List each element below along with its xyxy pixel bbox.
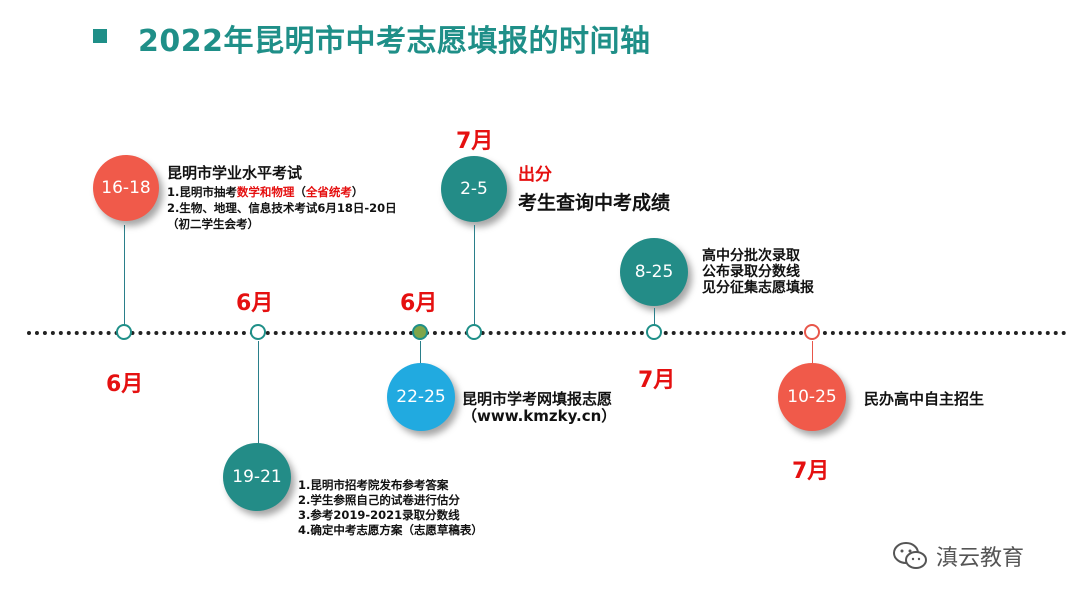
event-heading: 昆明市学业水平考试 bbox=[167, 164, 303, 182]
event-detail-line: 公布录取分数线 bbox=[702, 264, 800, 280]
watermark-text: 滇云教育 bbox=[936, 546, 1025, 571]
axis-node bbox=[412, 324, 428, 340]
connector-line bbox=[420, 341, 421, 367]
event-detail-line: 2.生物、地理、信息技术考试6月18日-20日 bbox=[167, 201, 397, 215]
event-detail-line: 1.昆明市招考院发布参考答案 bbox=[298, 478, 449, 492]
title-bullet bbox=[93, 29, 107, 43]
connector-line bbox=[812, 341, 813, 363]
axis-node bbox=[646, 324, 662, 340]
connector-line bbox=[474, 225, 475, 325]
event-tag: 出分 bbox=[518, 165, 552, 185]
event-heading: 昆明市学考网填报志愿 bbox=[462, 390, 613, 408]
date-bubble: 16-18 bbox=[93, 155, 159, 221]
watermark: 滇云教育 bbox=[892, 540, 1024, 572]
axis-node bbox=[466, 324, 482, 340]
wechat-icon bbox=[893, 542, 927, 569]
event-detail-line: （初二学生会考） bbox=[167, 217, 259, 231]
month-label: 6月 bbox=[236, 291, 274, 316]
date-bubble: 10-25 bbox=[778, 363, 846, 431]
month-label: 7月 bbox=[456, 129, 494, 154]
connector-line bbox=[124, 225, 125, 325]
event-detail-line: 高中分批次录取 bbox=[702, 248, 800, 264]
page-title: 2022年昆明市中考志愿填报的时间轴 bbox=[138, 24, 651, 59]
axis-node bbox=[250, 324, 266, 340]
date-bubble: 8-25 bbox=[620, 238, 688, 306]
timeline-axis bbox=[27, 331, 1067, 335]
axis-node bbox=[804, 324, 820, 340]
event-detail-line: 见分征集志愿填报 bbox=[702, 280, 814, 296]
event-detail-line: 1.昆明市抽考数学和物理（全省统考） bbox=[167, 185, 364, 199]
date-bubble: 19-21 bbox=[223, 443, 291, 511]
month-label: 6月 bbox=[400, 291, 438, 316]
event-heading: 民办高中自主招生 bbox=[864, 390, 985, 408]
axis-node bbox=[116, 324, 132, 340]
month-label: 7月 bbox=[638, 368, 676, 393]
event-heading: 考生查询中考成绩 bbox=[518, 192, 671, 214]
event-detail-line: 3.参考2019-2021录取分数线 bbox=[298, 508, 460, 522]
event-detail-line: 4.确定中考志愿方案（志愿草稿表） bbox=[298, 523, 483, 537]
event-subheading: （www.kmzky.cn） bbox=[462, 407, 617, 425]
date-bubble: 2-5 bbox=[441, 156, 507, 222]
date-bubble: 22-25 bbox=[387, 363, 455, 431]
month-label: 7月 bbox=[792, 459, 830, 484]
month-label: 6月 bbox=[106, 372, 144, 397]
connector-line bbox=[654, 308, 655, 325]
connector-line bbox=[258, 341, 259, 449]
event-detail-line: 2.学生参照自己的试卷进行估分 bbox=[298, 493, 460, 507]
